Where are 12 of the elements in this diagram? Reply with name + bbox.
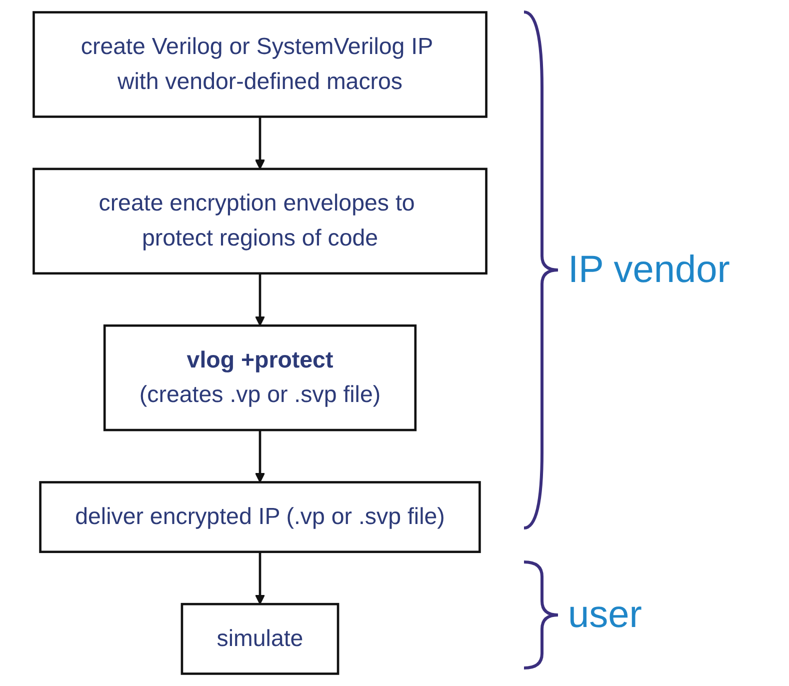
node-box [32,11,488,118]
node-box [180,602,340,675]
node-box [32,168,488,275]
arrow [254,430,266,483]
node-box [103,324,417,432]
group-label: user [568,594,642,636]
group-label: IP vendor [568,248,730,292]
arrow [254,273,266,326]
node-box [39,481,481,554]
arrow [254,116,266,170]
flowchart: create Verilog or SystemVerilog IP with vendor-defined macros create encryption envelopes to protect regions of code vlog +protect (creates .vp or .svp file) deliver encrypted IP (.vp or .svp file) simulate [0,3,520,683]
arrow [254,552,266,605]
